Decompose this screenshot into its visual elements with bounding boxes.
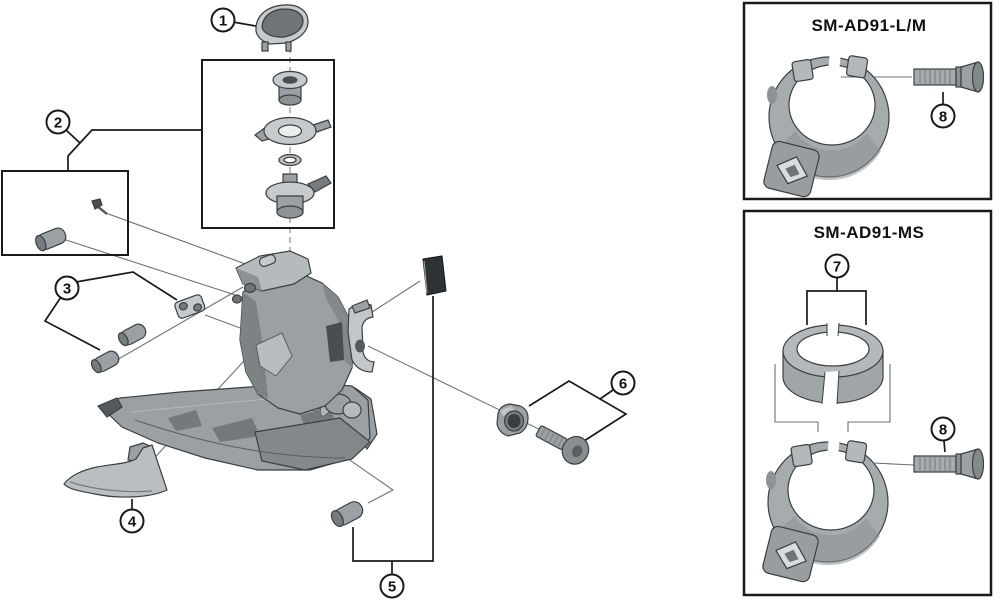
callout-8-bottom: 8 xyxy=(930,416,956,442)
skid-plate-part xyxy=(63,442,168,498)
stud-pin-part xyxy=(35,227,67,252)
backing-plate-part xyxy=(422,255,447,296)
stopper-pin-part xyxy=(330,501,364,528)
small-screw-part xyxy=(91,198,108,215)
derailleur-assembly xyxy=(97,250,378,471)
callout-2-number: 2 xyxy=(54,115,62,132)
bolt-stack-group-box xyxy=(201,59,335,229)
panel-top-title: SM-AD91-L/M xyxy=(811,16,926,35)
callout-4-number: 4 xyxy=(128,514,137,531)
mounting-nut-part xyxy=(496,403,529,437)
mounting-bolt-part xyxy=(535,425,590,465)
callout-1: 1 xyxy=(210,7,236,33)
mount-hook xyxy=(347,299,375,373)
top-link xyxy=(231,250,312,304)
support-pin-lower xyxy=(90,350,120,374)
callout-2: 2 xyxy=(45,109,71,135)
callout-7-number: 7 xyxy=(833,259,841,276)
callout-3-number: 3 xyxy=(63,281,71,298)
callout-1-number: 1 xyxy=(219,13,227,30)
derailleur-body xyxy=(239,272,355,415)
o-ring-part xyxy=(278,153,302,167)
pin-group-box xyxy=(1,170,129,256)
callout-6-number: 6 xyxy=(619,376,627,393)
callout-4: 4 xyxy=(119,508,145,534)
cover-cap-part xyxy=(255,4,309,52)
panel-sm-ad91-ms: SM-AD91-MS 7 8 xyxy=(742,209,993,597)
clamp-nut-part xyxy=(265,173,332,219)
callout-3: 3 xyxy=(54,275,80,301)
callout-7: 7 xyxy=(824,253,850,279)
callout-8-bottom-number: 8 xyxy=(939,422,947,439)
callout-8-top-number: 8 xyxy=(939,109,947,126)
clamp-shim-part xyxy=(782,322,884,405)
callout-5-number: 5 xyxy=(388,579,396,596)
adjust-bolt-part xyxy=(272,70,308,106)
callout-5: 5 xyxy=(379,573,405,599)
callout-8-top: 8 xyxy=(930,103,956,129)
link-block-part xyxy=(174,294,206,319)
panel-sm-ad91-lm: SM-AD91-L/M 8 xyxy=(742,1,993,201)
support-pin-upper xyxy=(117,323,147,347)
callout-6: 6 xyxy=(610,370,636,396)
panel-bottom-title: SM-AD91-MS xyxy=(814,223,925,242)
callout-connector-lines xyxy=(43,21,628,574)
cam-washer-part xyxy=(254,116,332,146)
